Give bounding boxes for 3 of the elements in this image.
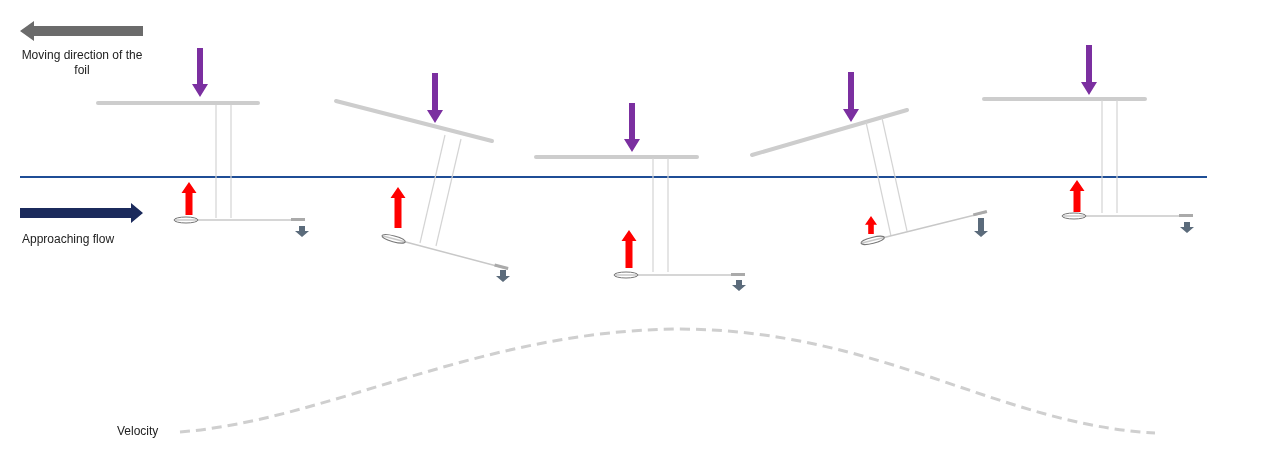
velocity-label: Velocity [117, 424, 159, 438]
direction-label: Moving direction of the foil [21, 48, 143, 77]
flow-label: Approaching flow [22, 232, 115, 246]
